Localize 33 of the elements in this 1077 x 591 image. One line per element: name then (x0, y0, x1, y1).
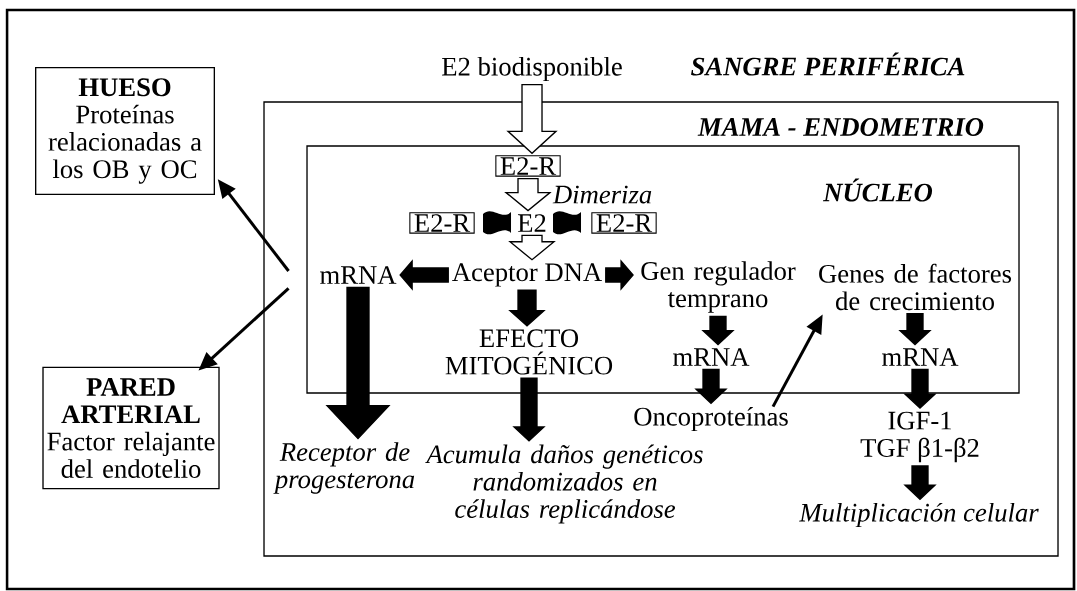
block-arrow (325, 286, 391, 440)
block-arrow (508, 289, 546, 327)
node-text: Gen regulador temprano (641, 261, 796, 313)
node-text: mRNA (320, 266, 397, 284)
block-arrow (701, 315, 735, 346)
node-text: IGF-1 TGF β1-β2 (860, 411, 979, 463)
node-text: EFECTO MITOGÉNICO (445, 329, 613, 375)
text-box: HUESO Proteínas relacionadas a los OB y OC (35, 66, 215, 196)
node-text: E2 (517, 214, 546, 232)
node-text: Acumula daños genéticos randomizados en células replicándose (425, 444, 703, 524)
block-arrow (898, 313, 932, 346)
receptor-box: E2-R (591, 212, 657, 234)
node-text: Oncoproteínas (634, 406, 788, 432)
node-text: Multiplicación celular (799, 502, 1039, 528)
hollow-arrow (504, 178, 552, 212)
receptor-box: E2-R (409, 212, 475, 234)
block-arrow (512, 377, 546, 442)
node-text: Genes de factores de crecimiento (819, 263, 1012, 311)
block-arrow (605, 259, 634, 291)
block-arrow (399, 259, 449, 291)
node-text: E2 biodisponible (442, 56, 622, 82)
node-text: mRNA (882, 348, 959, 366)
text-box: PARED ARTERIAL Factor relajante del endotelio (42, 366, 220, 490)
hollow-arrow (508, 234, 556, 261)
block-arrow (903, 368, 937, 409)
edge-label: Dimeriza (551, 184, 654, 205)
receptor-box: E2-R (495, 155, 561, 177)
hollow-arrow (506, 84, 558, 155)
node-text: Aceptor DNA (452, 263, 602, 287)
block-arrow (903, 465, 937, 501)
block-arrow (694, 368, 728, 405)
node-text: mRNA (673, 348, 750, 366)
node-text: Receptor de progesterona (273, 442, 415, 494)
